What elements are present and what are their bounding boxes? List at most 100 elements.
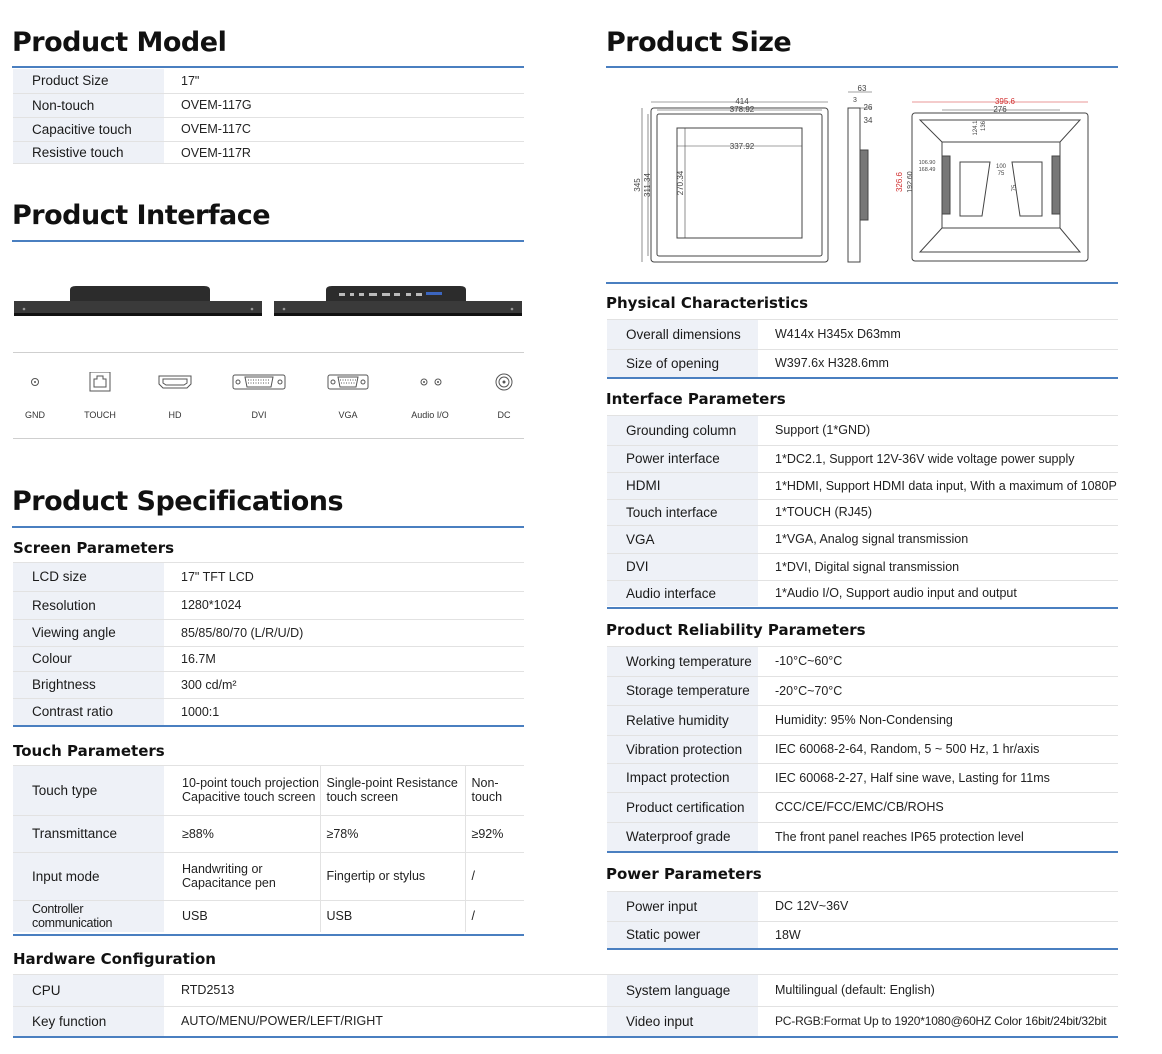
row-value: 1*DC2.1, Support 12V-36V wide voltage po… [758,445,1118,473]
port-dc: DC [484,372,524,420]
row-key: Product Size [13,69,164,94]
table-row: Static power 18W [607,921,1118,948]
row-value-capacitive: ≥88% [164,815,320,853]
section-divider [607,377,1118,379]
row-key: Power input [607,892,758,922]
port-hd: HD [150,372,200,420]
row-value-resistive: USB [319,900,465,932]
section-divider [606,282,1118,284]
port-gnd: GND [15,372,55,420]
product-model-title: Product Model [12,27,227,58]
dim-width-37892: 378.92 [730,105,755,114]
section-divider [13,1036,1118,1038]
row-value: 300 cd/m² [164,671,524,699]
table-top-line [607,891,1118,892]
dim-vert-136: 136 [981,120,987,131]
rear-view-illustration [911,101,1089,262]
row-value: -20°C~70°C [758,676,1118,706]
table-top-line [13,765,524,766]
row-value: IEC 60068-2-27, Half sine wave, Lasting … [758,763,1118,793]
row-key: VGA [607,525,758,554]
ports-bottom-line [13,438,524,439]
row-key: Colour [13,646,164,672]
table-bottom-line [13,163,524,164]
row-value: AUTO/MENU/POWER/LEFT/RIGHT [181,1014,383,1029]
row-key: Static power [607,921,758,948]
row-value: 1*HDMI, Support HDMI data input, With a … [758,472,1118,500]
row-value-nontouch: Non-touch [464,766,524,816]
dc-port-icon [495,373,513,391]
port-label: DC [497,410,511,420]
ports-top-line [13,352,524,353]
dim-width-414: 414 [735,97,749,106]
row-key: CPU [13,975,164,1007]
port-dvi: DVI [230,372,288,420]
physical-characteristics-title: Physical Characteristics [606,294,809,312]
table-row: Key function AUTO/MENU/POWER/LEFT/RIGHT … [13,1006,1118,1036]
row-key: Grounding column [607,416,758,446]
row-key: Power interface [607,445,758,473]
product-size-drawing: 414 378.92 337.92 345 311.34 270.34 63 3… [633,84,1089,263]
table-top-line [607,319,1118,320]
row-key: Overall dimensions [607,320,758,350]
dim-100: 100 [996,164,1007,170]
audio-port-icon [420,378,442,386]
row-key: Capacitive touch [13,117,164,142]
hardware-configuration-table: CPU RTD2513 System language Multilingual… [13,975,1118,1036]
monitor-side-left-illustration [14,286,262,316]
dim-width-3956: 395.6 [995,97,1016,106]
table-top-line [607,646,1118,647]
port-label: HD [168,410,182,420]
table-row: Waterproof grade The front panel reaches … [607,822,1118,851]
hdmi-port-icon [158,375,192,389]
row-value: The front panel reaches IP65 protection … [775,829,1024,844]
row-key: Vibration protection [607,735,758,764]
power-parameters-title: Power Parameters [606,865,762,883]
row-key: Waterproof grade [607,822,758,851]
dim-width-33792: 337.92 [730,142,755,151]
screen-parameters-title: Screen Parameters [13,539,175,557]
row-key: Storage temperature [607,676,758,706]
row-value: 1*DVI, Digital signal transmission [758,553,1118,581]
product-size-title: Product Size [606,27,792,58]
section-divider [13,934,524,936]
row-value: OVEM-117G [164,93,524,118]
row-value: 18W [775,927,801,942]
port-audio: Audio I/O [405,372,455,420]
rj45-port-icon [89,371,111,392]
row-value-resistive: ≥78% [319,815,465,853]
row-value-nontouch: / [464,852,524,901]
front-view-illustration [641,101,829,263]
reliability-parameters-table: Working temperature-10°C~60°C Storage te… [607,647,1118,851]
dim-height-31134: 311.34 [643,173,652,197]
dim-width-276: 276 [993,105,1007,114]
row-value: -10°C~60°C [758,647,1118,677]
row-key: Impact protection [607,763,758,793]
section-divider [607,851,1118,853]
table-top-line [13,562,524,563]
row-value-nontouch: ≥92% [464,815,524,853]
row-key: Working temperature [607,647,758,677]
row-value: IEC 60068-2-64, Random, 5 ~ 500 Hz, 1 hr… [758,735,1118,764]
row-key: System language [607,975,758,1007]
row-value: 85/85/80/70 (L/R/U/D) [164,619,524,647]
hardware-configuration-title: Hardware Configuration [13,950,216,968]
row-key: HDMI [607,472,758,500]
row-value: OVEM-117C [164,117,524,142]
